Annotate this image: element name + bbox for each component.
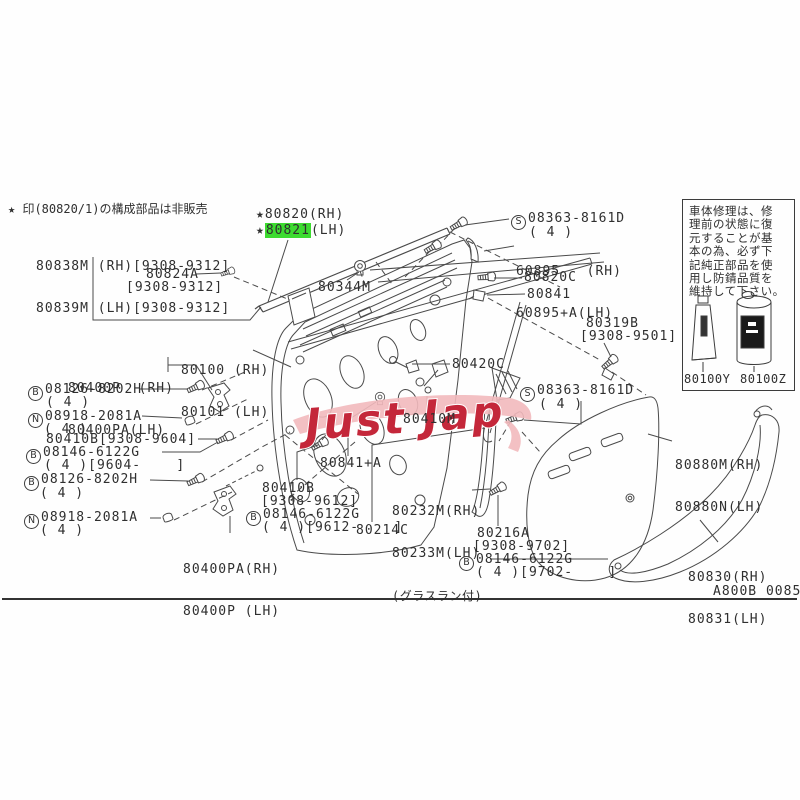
spray-can-80100z: [702, 291, 772, 372]
hinge-upper: [207, 382, 231, 413]
label-80820: ★80820(RH): [256, 207, 345, 222]
label-80410b-9612-range: [9308-9612]: [261, 494, 359, 509]
circled-b-icon: B: [26, 449, 41, 464]
label-80216a: 80216A: [477, 526, 530, 541]
strip-80824a: [287, 287, 316, 326]
circled-n-icon: N: [28, 413, 43, 428]
label-80824a-range: [9308-9312]: [126, 280, 224, 295]
watermark-band: [293, 394, 532, 452]
hinge-lower: [212, 464, 264, 517]
qty-b08126-1: ( 4 ): [46, 395, 91, 410]
label-80821-highlighted: ★80821(LH): [256, 223, 347, 238]
qty-b08146-9702: ( 4 )[9702- ]: [476, 565, 618, 580]
note-restricted-parts: ★ 印(80820/1)の構成部品は非販売: [8, 202, 208, 216]
qty-s08363-mid: ( 4 ): [539, 397, 584, 412]
circled-b-icon: B: [246, 511, 261, 526]
circled-s-icon: S: [520, 387, 535, 402]
label-80216a-range: [9308-9702]: [473, 539, 571, 554]
label-80232m: 80232M(RH) 80233M(LH) (グラスラン付): [392, 504, 483, 604]
diagram-code: A800B 0085: [713, 584, 800, 599]
circled-b-icon: B: [24, 476, 39, 491]
check-link-80420c: [389, 356, 420, 374]
fastener-icons: [161, 215, 620, 524]
label-80100z: 80100Z: [740, 372, 787, 386]
circled-n-icon: N: [24, 514, 39, 529]
label-80344m: 80344M: [318, 280, 371, 295]
watermark: Just Jap: [293, 386, 532, 452]
circled-s-icon: S: [511, 215, 526, 230]
label-80830-80831: 80830(RH) 80831(LH): [688, 570, 768, 627]
door-inner-panel: [271, 239, 605, 555]
qty-b08146-9604: ( 4 )[9604- ]: [44, 458, 186, 473]
label-80410m: 80410M: [403, 412, 456, 427]
lock-80410m: [415, 359, 449, 394]
label-80319b-range: [9308-9501]: [580, 329, 678, 344]
label-80410b-9604: 80410B[9308-9604]: [46, 432, 197, 447]
sealing-screen-80880: [526, 396, 660, 582]
label-80400p-lower: 80400PA(RH) 80400P (LH): [183, 562, 281, 619]
touch-up-tube-80100y: [691, 295, 717, 361]
label-80410b-9612: 80410B: [262, 481, 315, 496]
highlight-80821: 80821: [264, 223, 311, 238]
circled-b-icon: B: [459, 556, 474, 571]
qty-b08146-9612: ( 4 )[9612- ]: [262, 520, 404, 535]
label-60895: 60895 (RH) 60895+A(LH): [516, 264, 622, 321]
watermark-text: Just Jap: [296, 387, 507, 451]
assembly-dashed-lines: [173, 227, 647, 521]
label-80838m-80839m: 80838M (RH)[9308-9312] 80839M (LH)[9308-…: [36, 259, 231, 316]
clip-80841: [468, 289, 486, 302]
body-repair-info-box: 車体修理は、修 理前の状態に復 元することが基 本の為、必ず下 記純正部品を使 …: [682, 199, 795, 391]
weatherstrip-80830: [608, 405, 780, 583]
qty-n08918-1: ( 4 ): [44, 422, 89, 437]
qty-n08918-2: ( 4 ): [40, 523, 85, 538]
label-80880m-n: 80880M(RH) 80880N(LH): [675, 458, 764, 515]
label-80841a: 80841+A: [320, 456, 382, 471]
qty-s08363-top: ( 4 ): [529, 225, 574, 240]
label-80100-80101: 80100 (RH) 80101 (LH): [181, 363, 270, 420]
label-80400p-upper: 80400P (RH) 80400PA(LH): [68, 381, 174, 438]
glass-run-60895: [465, 237, 479, 263]
label-80824a: 80824A: [146, 267, 199, 282]
label-80820c: 80820C: [524, 270, 577, 285]
label-80841: 80841: [527, 287, 572, 302]
qty-b08126-2: ( 4 ): [40, 486, 85, 501]
label-80100y: 80100Y: [684, 372, 731, 386]
star-icon: ★: [256, 223, 265, 238]
circled-b-icon: B: [28, 386, 43, 401]
label-80319b: 80319B: [586, 316, 639, 331]
label-80214c: 80214C: [356, 523, 409, 538]
leader-lines: [92, 218, 719, 560]
label-80420c: 80420C: [452, 357, 505, 372]
body-repair-note-text: 車体修理は、修 理前の状態に復 元することが基 本の為、必ず下 記純正部品を使 …: [689, 204, 785, 299]
